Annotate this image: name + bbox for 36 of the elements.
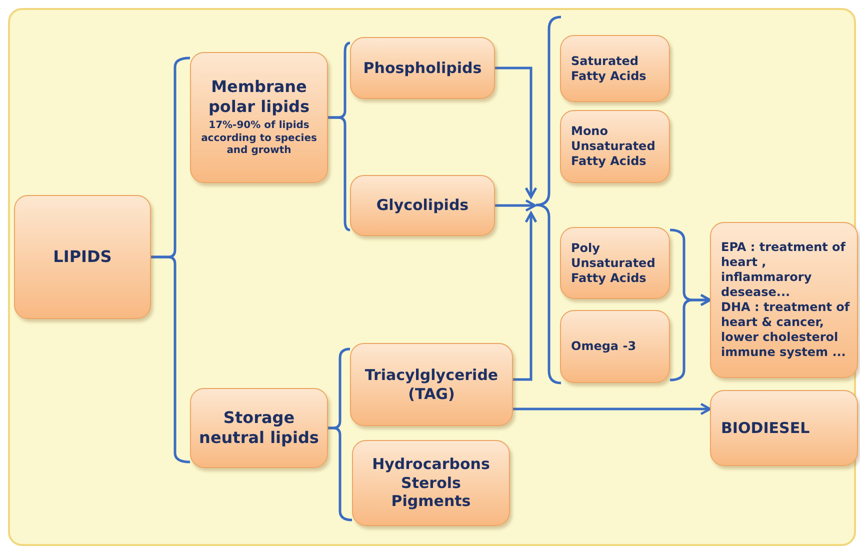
box-label: Storage neutral lipids [198,408,320,448]
box-label: Sterols [401,474,461,492]
box-label: Mono Unsaturated Fatty Acids [571,124,656,169]
category-box [350,175,495,236]
category-box [560,35,670,102]
box-label: Saturated Fatty Acids [571,54,648,84]
category-box [710,390,858,466]
arrow [495,199,536,212]
box-label: Poly Unsaturated Fatty Acids [571,240,656,286]
category-box [352,440,510,526]
category-box [190,388,328,468]
box-label: LIPIDS [53,247,112,267]
box-label: Glycolipids [376,196,469,215]
box-label: Triacylglyceride (TAG) [364,366,500,404]
box-label: BIODIESEL [721,418,810,438]
box-label: DHA : treatment of heart & cancer, lower cholesterol immune system ... [721,300,851,360]
category-box [350,37,495,99]
box-label: EPA : treatment of heart , inflammarory desease... [721,240,847,300]
box-label: Phospholipids [363,58,482,78]
note-text: 17%-90% of lipids according to species and growth [200,120,318,158]
arrow [495,66,538,198]
category-box [560,310,670,383]
arrow [513,212,538,381]
category-box [710,222,858,378]
arrow [670,294,712,382]
arrow [513,402,712,416]
category-box [350,343,513,426]
box-label: Omega -3 [571,339,636,354]
box-label: Membrane polar lipids [207,77,311,118]
category-box [14,195,151,319]
category-box [190,52,328,183]
category-box [560,110,670,183]
box-label: Pigments [391,492,471,512]
curly-bracket-connector [328,116,350,232]
box-label: Hydrocarbons [372,454,490,474]
category-box [560,227,670,299]
